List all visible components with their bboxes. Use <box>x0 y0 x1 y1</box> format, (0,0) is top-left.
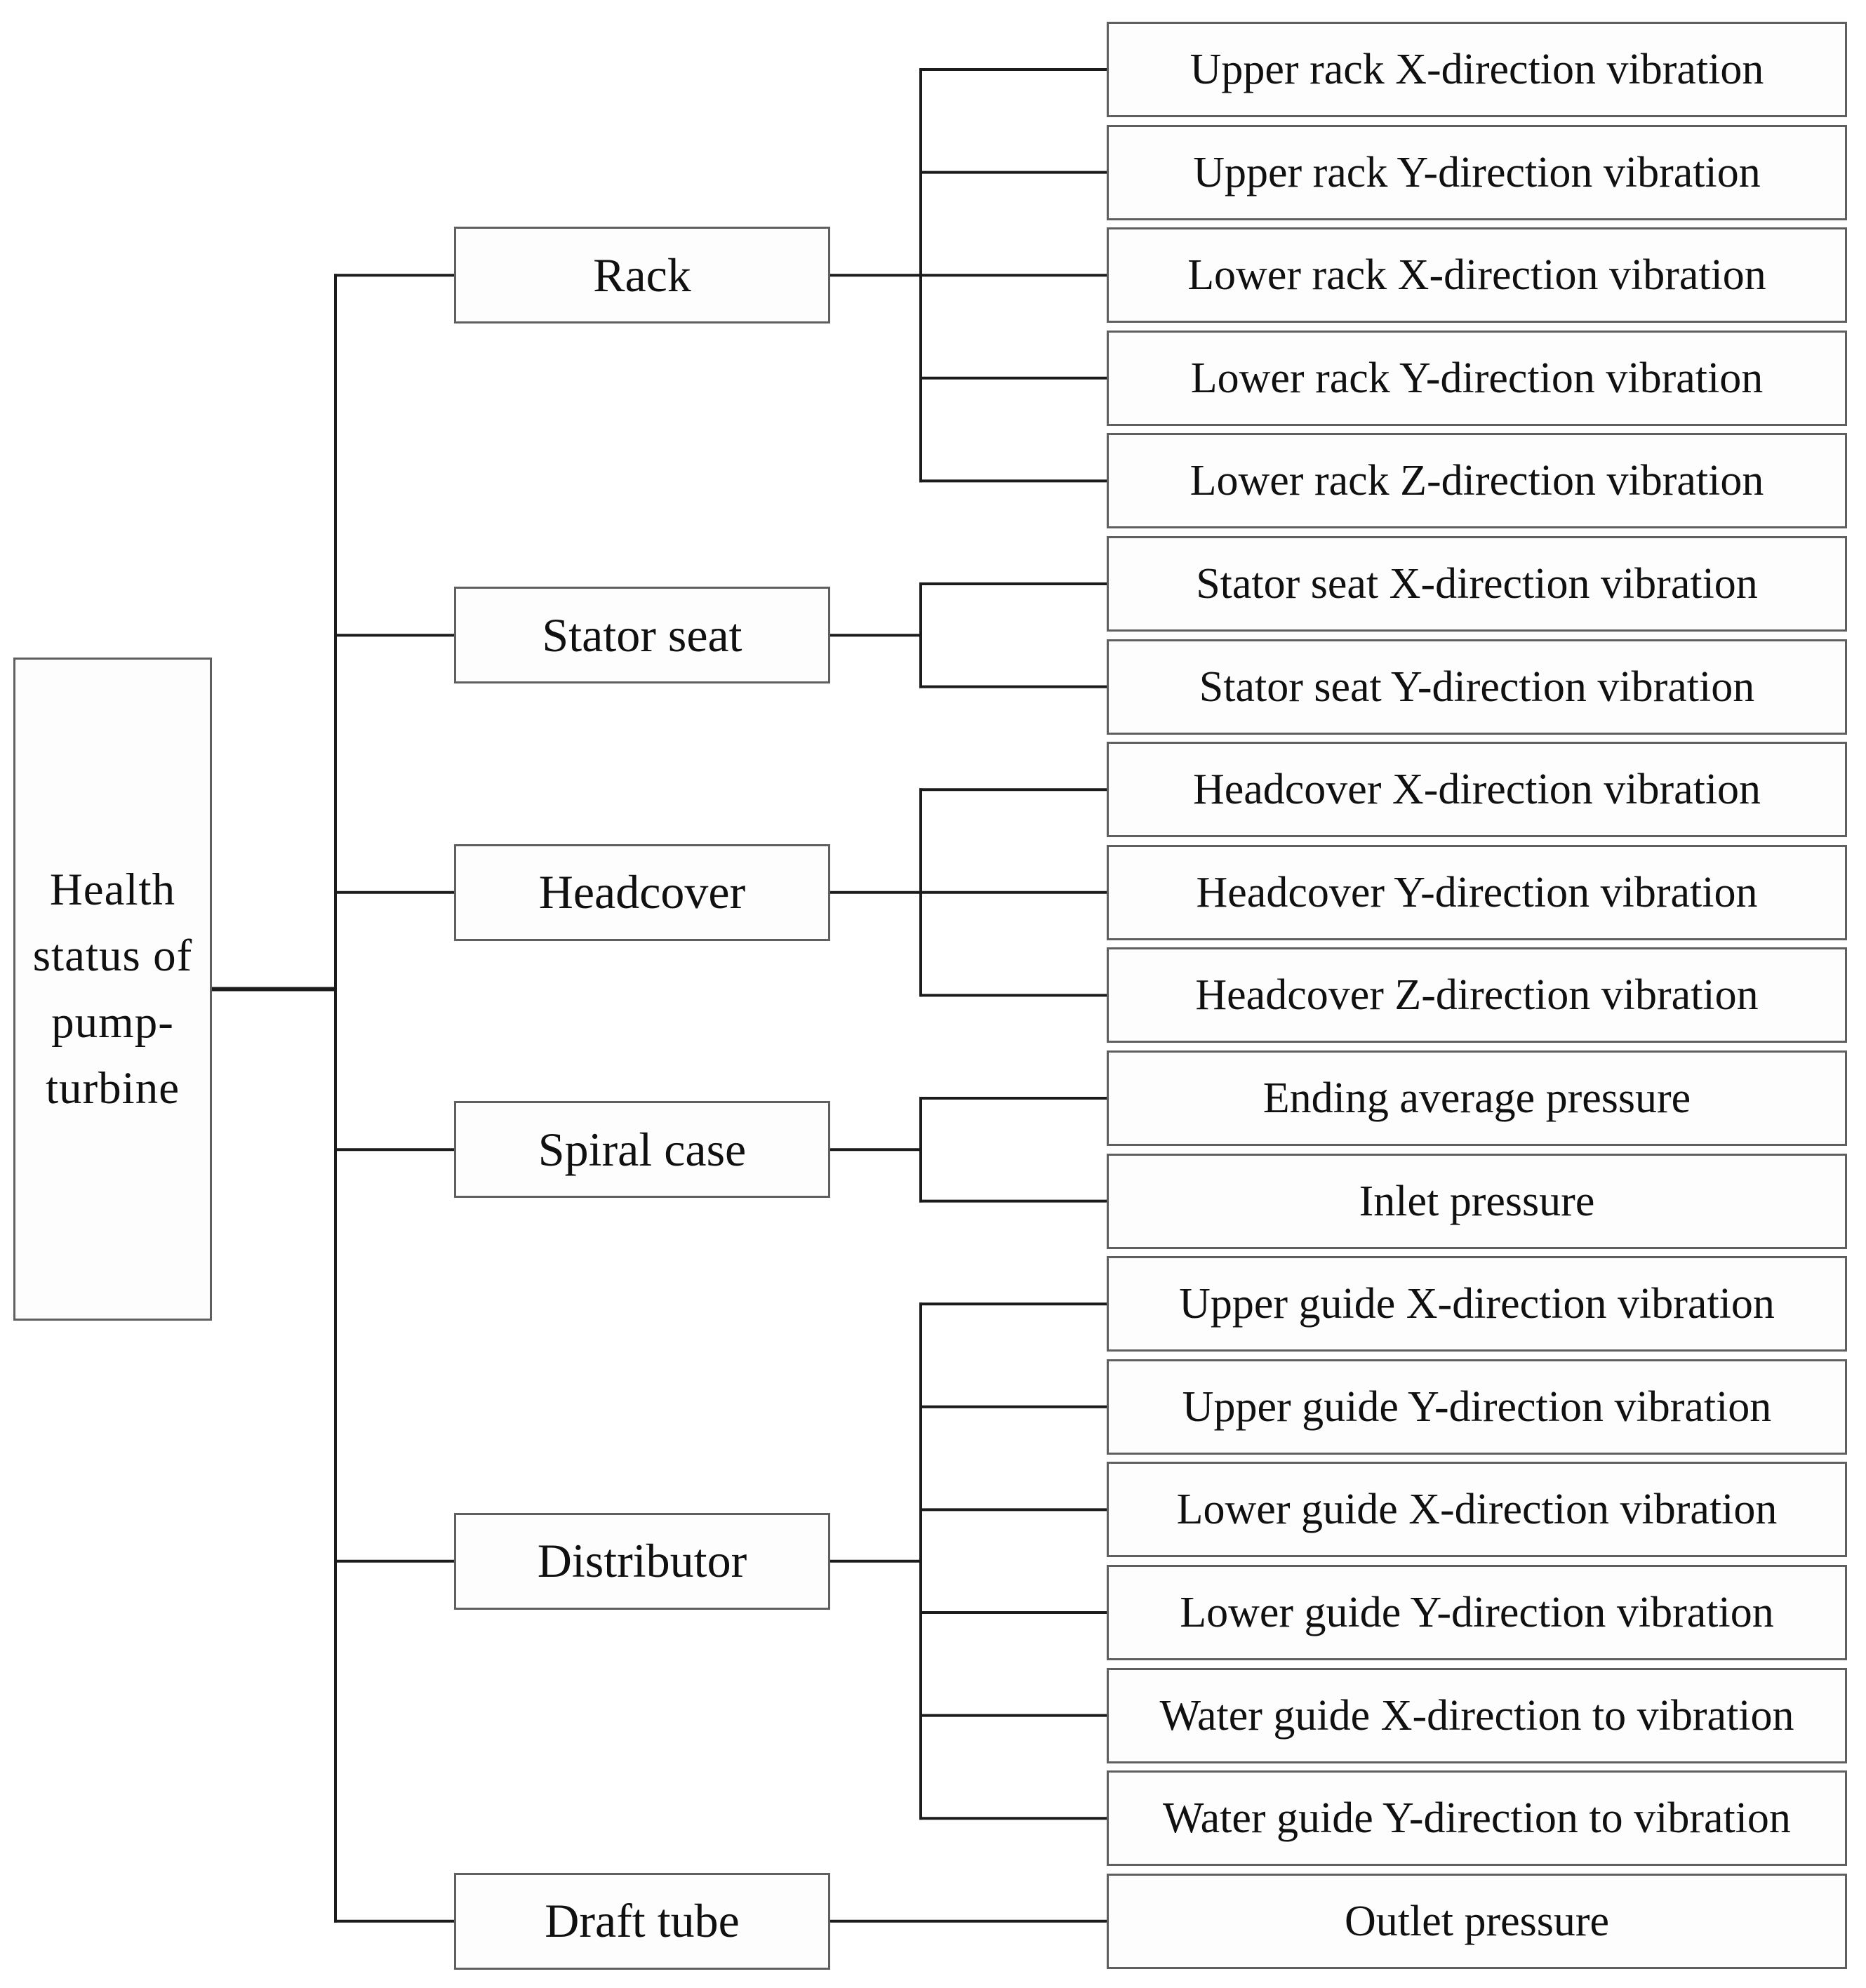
root-node-label-line: pump- <box>51 996 174 1048</box>
leaf-node-label: Lower guide Y-direction vibration <box>1180 1588 1774 1636</box>
group-node-label: Headcover <box>538 865 746 919</box>
group-node: Headcover <box>454 843 830 941</box>
group-node-label: Spiral case <box>538 1122 747 1176</box>
group-node-label: Draft tube <box>545 1894 740 1948</box>
root-node: Health status of pump- turbine <box>13 658 212 1321</box>
leaf-node: Lower rack Z-direction vibration <box>1107 433 1847 529</box>
leaf-node-label: Lower guide X-direction vibration <box>1176 1486 1778 1534</box>
leaf-node-label: Outlet pressure <box>1344 1897 1610 1945</box>
leaf-node: Lower guide Y-direction vibration <box>1107 1565 1847 1660</box>
group-node: Rack <box>454 227 830 324</box>
leaf-node: Headcover Z-direction vibration <box>1107 947 1847 1043</box>
group-node: Spiral case <box>454 1101 830 1199</box>
group-node: Stator seat <box>454 587 830 684</box>
leaf-node: Water guide X-direction to vibration <box>1107 1667 1847 1763</box>
leaf-node-label: Lower rack X-direction vibration <box>1187 251 1766 300</box>
group-node-label: Stator seat <box>542 608 742 662</box>
leaf-node: Headcover Y-direction vibration <box>1107 844 1847 940</box>
leaf-node: Lower rack Y-direction vibration <box>1107 330 1847 426</box>
leaf-node: Upper guide X-direction vibration <box>1107 1256 1847 1352</box>
leaf-node: Lower guide X-direction vibration <box>1107 1462 1847 1558</box>
leaf-node-label: Upper rack X-direction vibration <box>1189 45 1764 93</box>
leaf-node-label: Lower rack Z-direction vibration <box>1189 457 1764 505</box>
leaf-node: Upper guide Y-direction vibration <box>1107 1359 1847 1455</box>
leaf-node-label: Stator seat X-direction vibration <box>1196 559 1758 608</box>
leaf-node: Water guide Y-direction to vibration <box>1107 1770 1847 1867</box>
leaf-node-label: Upper guide X-direction vibration <box>1179 1280 1775 1328</box>
leaf-node-label: Headcover Z-direction vibration <box>1195 971 1759 1020</box>
leaf-node-label: Lower rack Y-direction vibration <box>1190 354 1764 402</box>
leaf-node-label: Water guide X-direction to vibration <box>1159 1691 1794 1740</box>
group-node: Distributor <box>454 1512 830 1610</box>
leaf-node-label: Stator seat Y-direction vibration <box>1199 662 1755 711</box>
root-node-label-line: turbine <box>45 1062 180 1114</box>
leaf-node: Stator seat X-direction vibration <box>1107 536 1847 632</box>
group-node-label: Rack <box>593 248 691 302</box>
root-node-label-line: status of <box>32 930 193 982</box>
leaf-node: Ending average pressure <box>1107 1050 1847 1146</box>
group-node-label: Distributor <box>537 1534 747 1588</box>
leaf-node: Headcover X-direction vibration <box>1107 742 1847 838</box>
leaf-node: Upper rack X-direction vibration <box>1107 22 1847 117</box>
leaf-node-label: Headcover Y-direction vibration <box>1196 868 1758 916</box>
leaf-node-label: Upper guide Y-direction vibration <box>1182 1382 1772 1431</box>
leaf-node-label: Headcover X-direction vibration <box>1192 766 1761 814</box>
leaf-node-label: Upper rack Y-direction vibration <box>1193 148 1761 196</box>
leaf-node-label: Water guide Y-direction to vibration <box>1163 1794 1791 1843</box>
leaf-node: Outlet pressure <box>1107 1873 1847 1969</box>
group-node: Draft tube <box>454 1872 830 1970</box>
leaf-node: Upper rack Y-direction vibration <box>1107 124 1847 220</box>
leaf-node-label: Inlet pressure <box>1359 1177 1595 1225</box>
leaf-node-label: Ending average pressure <box>1262 1074 1691 1122</box>
leaf-node: Stator seat Y-direction vibration <box>1107 639 1847 735</box>
leaf-node: Inlet pressure <box>1107 1153 1847 1249</box>
root-node-label-line: Health <box>49 865 176 915</box>
leaf-node: Lower rack X-direction vibration <box>1107 227 1847 323</box>
